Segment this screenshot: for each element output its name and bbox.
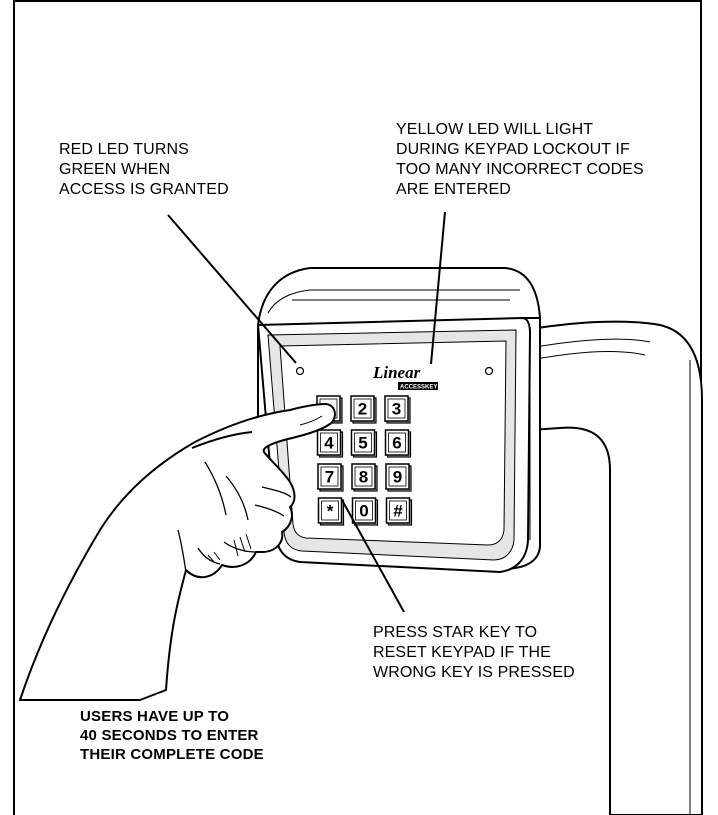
key-3[interactable]: 3 xyxy=(385,396,410,423)
key-label: 7 xyxy=(325,468,334,487)
key-4[interactable]: 4 xyxy=(318,430,343,457)
key-label: 2 xyxy=(358,400,367,419)
yellow-led-callout: YELLOW LED WILL LIGHT DURING KEYPAD LOCK… xyxy=(396,120,644,200)
key-label: 0 xyxy=(359,502,368,521)
key-star[interactable]: * xyxy=(319,498,344,525)
key-label: 4 xyxy=(324,434,334,453)
yellow-led xyxy=(486,368,493,375)
timeout-note: USERS HAVE UP TO 40 SECONDS TO ENTER THE… xyxy=(80,707,264,764)
key-8[interactable]: 8 xyxy=(352,464,377,491)
key-label: 3 xyxy=(392,400,401,419)
red-led-callout: RED LED TURNS GREEN WHEN ACCESS IS GRANT… xyxy=(59,140,229,200)
key-label: 5 xyxy=(358,434,367,453)
key-9[interactable]: 9 xyxy=(386,464,411,491)
key-7[interactable]: 7 xyxy=(318,464,343,491)
red-led xyxy=(297,368,304,375)
brand-name: Linear xyxy=(372,363,421,382)
key-label: * xyxy=(327,502,334,521)
key-0[interactable]: 0 xyxy=(353,498,378,525)
key-label: 6 xyxy=(392,434,401,453)
star-key-callout: PRESS STAR KEY TO RESET KEYPAD IF THE WR… xyxy=(373,623,575,683)
key-label: 9 xyxy=(393,468,402,487)
key-label: # xyxy=(393,502,403,521)
key-label: 8 xyxy=(359,468,368,487)
key-5[interactable]: 5 xyxy=(352,430,377,457)
key-hash[interactable]: # xyxy=(387,498,412,525)
key-6[interactable]: 6 xyxy=(386,430,411,457)
brand-product: ACCESSKEY xyxy=(400,385,437,391)
key-2[interactable]: 2 xyxy=(351,396,376,423)
